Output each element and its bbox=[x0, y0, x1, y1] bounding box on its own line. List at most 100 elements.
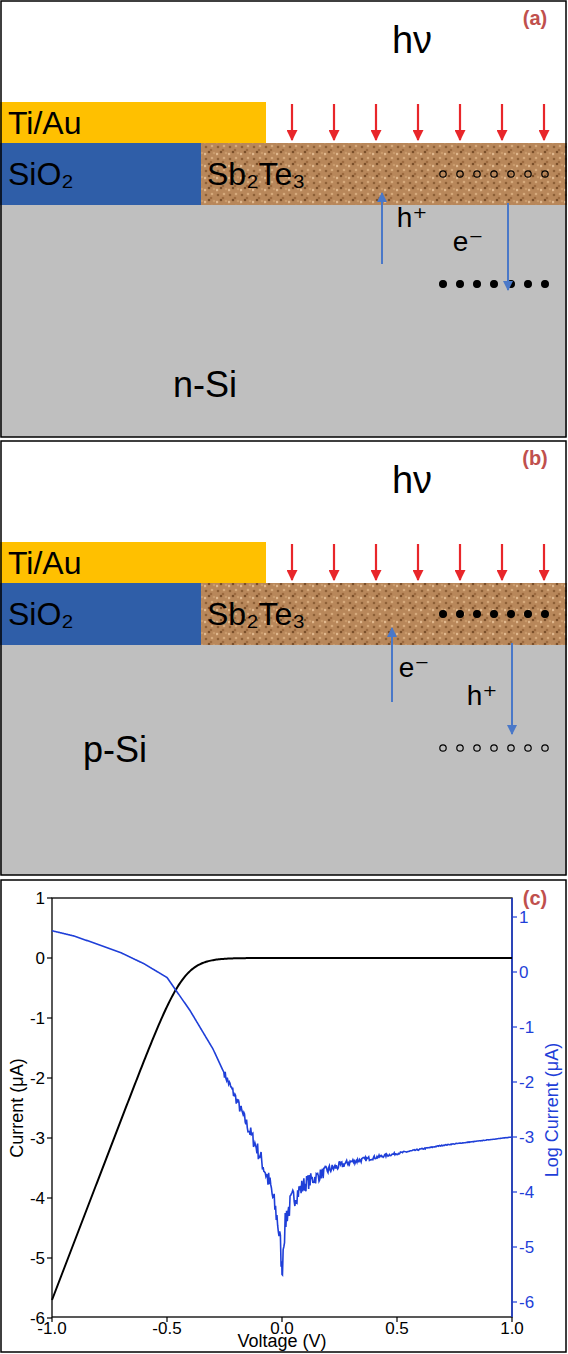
axis-title: Current (μA) bbox=[8, 1058, 26, 1157]
light-arrow bbox=[333, 104, 335, 140]
carrier-label: e⁻ bbox=[399, 654, 429, 682]
tick-label: -1 bbox=[519, 1019, 534, 1036]
axis-tick bbox=[47, 897, 52, 898]
hole-circle bbox=[474, 171, 480, 177]
panel-border bbox=[1, 1, 566, 437]
axis-tick bbox=[512, 916, 517, 917]
electron-dot bbox=[474, 611, 481, 618]
oxide-layer: SiO₂ bbox=[0, 583, 201, 645]
tick-label: -0.5 bbox=[152, 1320, 181, 1337]
electron-dot bbox=[542, 611, 549, 618]
panel-letter: (b) bbox=[522, 448, 548, 468]
tick-label: -1 bbox=[30, 1010, 45, 1027]
film-layer: Sb₂Te₃ bbox=[201, 143, 567, 205]
panel-letter: (a) bbox=[523, 8, 547, 28]
drift-arrow bbox=[507, 203, 509, 290]
electron-dot bbox=[457, 281, 464, 288]
layer-fill bbox=[201, 143, 567, 205]
hole-circle bbox=[542, 171, 548, 177]
metal-contact: Ti/Au bbox=[0, 542, 266, 583]
electron-dot bbox=[440, 611, 447, 618]
light-arrow bbox=[291, 544, 293, 580]
tick-label: -4 bbox=[30, 1190, 45, 1207]
hole-circle bbox=[491, 745, 497, 751]
light-arrow bbox=[417, 104, 419, 140]
log-current-curve bbox=[52, 931, 512, 1275]
light-arrow bbox=[375, 104, 377, 140]
substrate-layer: p-Si bbox=[0, 645, 567, 875]
layer-fill bbox=[0, 205, 567, 437]
hole-circle bbox=[491, 171, 497, 177]
layer-fill bbox=[0, 143, 201, 205]
layer-label: Sb₂Te₃ bbox=[207, 158, 305, 190]
layer-fill bbox=[201, 583, 567, 645]
iv-chart bbox=[47, 898, 517, 1322]
film-layer: Sb₂Te₃ bbox=[201, 583, 567, 645]
axis-tick bbox=[47, 1317, 52, 1318]
layer-fill bbox=[0, 542, 266, 583]
electron-dot bbox=[525, 611, 532, 618]
axis-tick bbox=[47, 1197, 52, 1198]
axis-tick bbox=[47, 1077, 52, 1078]
light-arrow bbox=[459, 544, 461, 580]
carrier-label: h⁺ bbox=[467, 682, 497, 710]
axis-tick bbox=[512, 971, 517, 972]
drift-arrow bbox=[511, 643, 513, 734]
tick-label: 0.0 bbox=[270, 1320, 294, 1337]
metal-contact: Ti/Au bbox=[0, 102, 266, 143]
light-arrow bbox=[543, 104, 545, 140]
axis-tick bbox=[47, 957, 52, 958]
layer-label: Sb₂Te₃ bbox=[207, 598, 305, 630]
layer-fill bbox=[0, 645, 567, 875]
hole-circle bbox=[440, 171, 446, 177]
electron-dot bbox=[474, 281, 481, 288]
axis-tick bbox=[512, 1246, 517, 1247]
tick-label: -6 bbox=[519, 1294, 534, 1311]
axis-tick bbox=[47, 1017, 52, 1018]
axis-tick bbox=[512, 1136, 517, 1137]
electron-dot bbox=[542, 281, 549, 288]
light-arrow bbox=[459, 104, 461, 140]
panel-border bbox=[1, 441, 566, 875]
photon-label: hν bbox=[392, 461, 432, 499]
drift-arrow bbox=[391, 628, 393, 702]
tick-label: 1 bbox=[519, 909, 528, 926]
axis-tick bbox=[512, 1301, 517, 1302]
tick-label: 1 bbox=[36, 890, 45, 907]
carrier-illustration bbox=[292, 104, 548, 751]
electron-dot bbox=[508, 611, 515, 618]
layer-fill bbox=[0, 583, 201, 645]
tick-label: -5 bbox=[30, 1250, 45, 1267]
tick-label: 0 bbox=[519, 964, 528, 981]
axis-tick bbox=[47, 1257, 52, 1258]
tick-label: -1.0 bbox=[37, 1320, 66, 1337]
photon-label: hν bbox=[392, 21, 432, 59]
hole-circle bbox=[440, 745, 446, 751]
oxide-layer: SiO₂ bbox=[0, 143, 201, 205]
light-arrow bbox=[375, 544, 377, 580]
right-axis bbox=[511, 898, 513, 1317]
carrier-label: h⁺ bbox=[397, 204, 427, 232]
tick-label: 0.5 bbox=[385, 1320, 409, 1337]
hole-circle bbox=[525, 745, 531, 751]
light-arrow bbox=[501, 104, 503, 140]
hole-circle bbox=[508, 745, 514, 751]
hole-circle bbox=[457, 171, 463, 177]
tick-label: -3 bbox=[519, 1129, 534, 1146]
tick-label: -4 bbox=[519, 1184, 534, 1201]
layer-fills bbox=[0, 102, 567, 875]
light-arrow bbox=[417, 544, 419, 580]
tick-label: -3 bbox=[30, 1130, 45, 1147]
axis-tick bbox=[47, 1137, 52, 1138]
panel-border bbox=[1, 880, 566, 1352]
hole-circle bbox=[457, 745, 463, 751]
light-arrow bbox=[333, 544, 335, 580]
carrier-label: e⁻ bbox=[453, 228, 483, 256]
axis-tick bbox=[512, 1081, 517, 1082]
electron-dot bbox=[457, 611, 464, 618]
hole-circle bbox=[508, 171, 514, 177]
current-curve bbox=[52, 958, 512, 1300]
drift-arrow bbox=[381, 193, 383, 264]
tick-label: -5 bbox=[519, 1239, 534, 1256]
